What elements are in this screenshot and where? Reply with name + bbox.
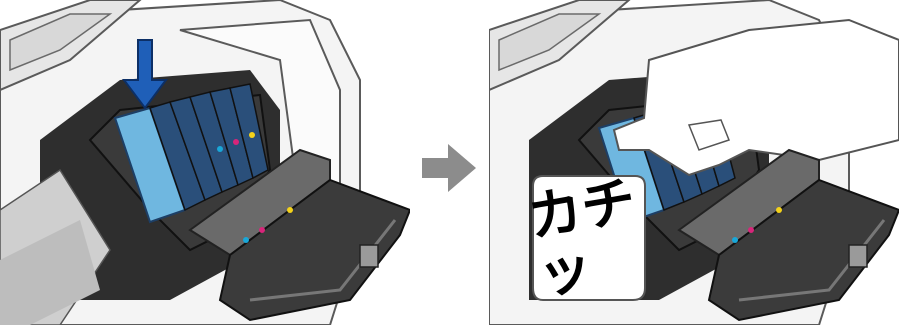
right-arrow-icon — [420, 140, 478, 196]
step-before-illustration — [0, 0, 410, 325]
printer-open-cover-drawing — [0, 0, 410, 325]
click-sound-bubble: カチッ — [527, 172, 649, 304]
click-sound-text: カチッ — [516, 162, 659, 313]
